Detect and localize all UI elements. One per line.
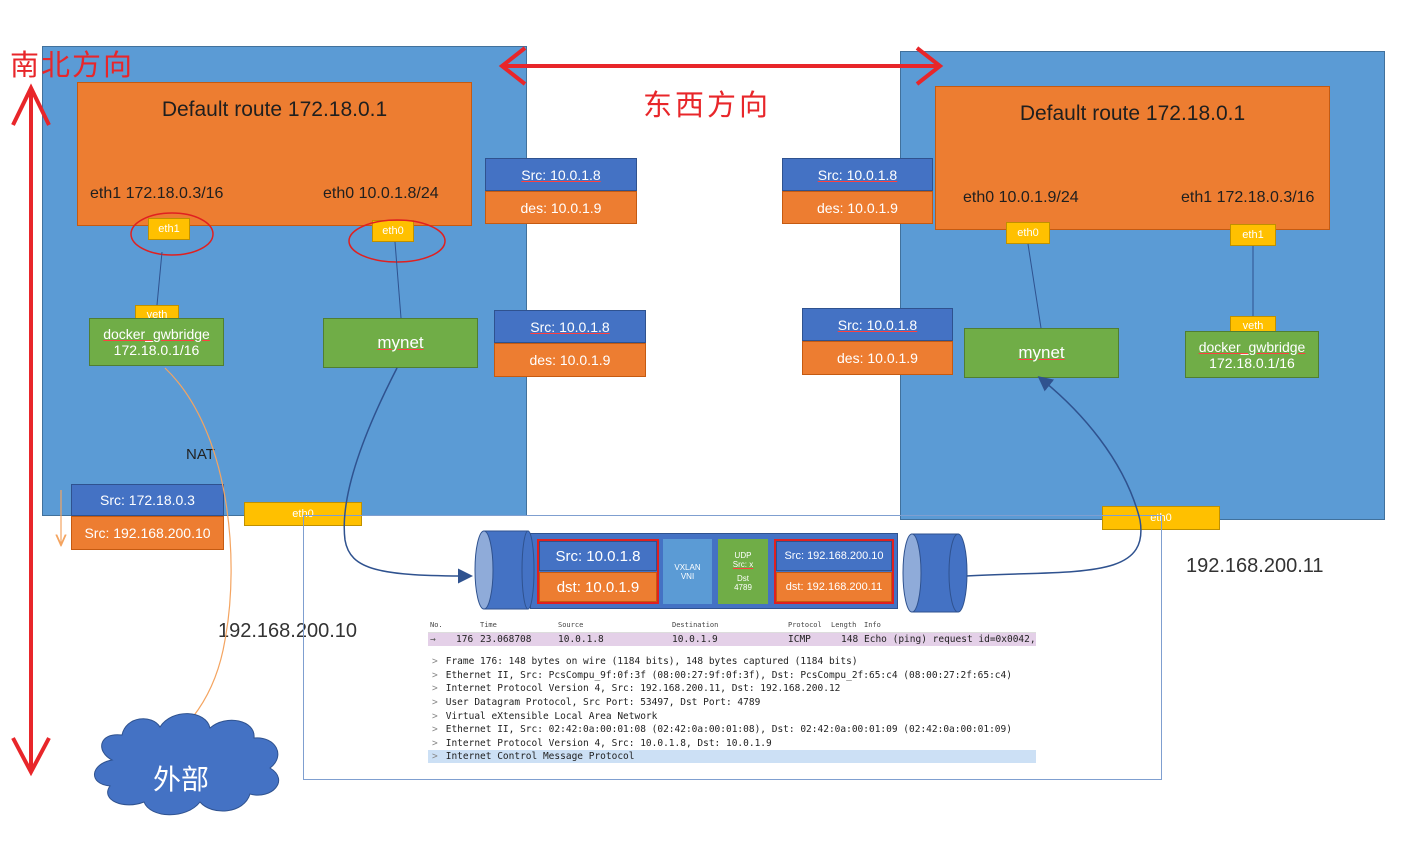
left-eth0-tag: eth0: [372, 220, 414, 242]
capture-detail-row[interactable]: >Internet Protocol Version 4, Src: 192.1…: [432, 683, 841, 694]
vxlan-header-line2: VNI: [680, 571, 695, 581]
capture-row-length: 148: [841, 634, 859, 645]
capture-row-destination: 10.0.1.9: [672, 634, 718, 645]
right-eth0-tag: eth0: [1006, 222, 1050, 244]
east-west-title: 东西方向: [643, 88, 772, 122]
right-mynet-label: mynet: [1018, 343, 1065, 362]
capture-detail-row-selected[interactable]: >Internet Control Message Protocol: [428, 750, 1036, 763]
left-container-box: Default route 172.18.0.1 eth1 172.18.0.3…: [77, 82, 472, 226]
capture-row-source: 10.0.1.8: [558, 634, 604, 645]
right-gwbridge-name: docker_gwbridge: [1198, 338, 1306, 355]
capture-detail-text: Ethernet II, Src: PcsCompu_9f:0f:3f (08:…: [445, 670, 1012, 681]
capture-detail-row[interactable]: >Ethernet II, Src: 02:42:0a:00:01:08 (02…: [432, 724, 1012, 735]
left-eth1-tag: eth1: [148, 218, 190, 240]
right-eth0-label: eth0 10.0.1.9/24: [963, 189, 1079, 206]
capture-detail-text: Ethernet II, Src: 02:42:0a:00:01:08 (02:…: [445, 724, 1012, 735]
capture-detail-text: Virtual eXtensible Local Area Network: [445, 711, 658, 722]
capture-detail-text: User Datagram Protocol, Src Port: 53497,…: [445, 697, 761, 708]
packet-top-right-src-text: Src: 10.0.1.8: [817, 166, 898, 183]
packet-mid-right-src: Src: 10.0.1.8: [802, 308, 953, 341]
capture-detail-row[interactable]: >Internet Protocol Version 4, Src: 10.0.…: [432, 738, 772, 749]
external-label: 外部: [153, 764, 210, 795]
vxlan-outer-src: Src: 192.168.200.10: [776, 541, 892, 571]
capture-col-info: Info: [864, 621, 881, 629]
vxlan-outer-block: [774, 539, 894, 604]
right-eth1-tag: eth1: [1230, 224, 1276, 246]
capture-col-destination: Destination: [672, 621, 719, 629]
capture-row-info: Echo (ping) request id=0x0042,: [864, 634, 1036, 645]
packet-top-right-dst: des: 10.0.1.9: [782, 191, 933, 224]
packet-mid-left-src: Src: 10.0.1.8: [494, 310, 646, 343]
right-default-route: Default route 172.18.0.1: [1019, 102, 1246, 125]
capture-detail-row[interactable]: >Ethernet II, Src: PcsCompu_9f:0f:3f (08…: [432, 670, 1012, 681]
left-eth0-label: eth0 10.0.1.8/24: [323, 185, 439, 202]
vxlan-inner-src: Src: 10.0.1.8: [539, 541, 657, 571]
left-gwbridge-ip: 172.18.0.1/16: [113, 342, 200, 358]
packet-top-left-dst: des: 10.0.1.9: [485, 191, 637, 224]
left-eth1-label: eth1 172.18.0.3/16: [90, 185, 224, 202]
capture-detail-row[interactable]: >Virtual eXtensible Local Area Network: [432, 711, 658, 722]
left-default-route: Default route 172.18.0.1: [161, 98, 388, 121]
capture-detail-text: Internet Protocol Version 4, Src: 192.16…: [445, 683, 841, 694]
capture-row-no: 176: [456, 634, 474, 645]
vxlan-inner-dst: dst: 10.0.1.9: [539, 572, 657, 602]
packet-mid-left-dst: des: 10.0.1.9: [494, 343, 646, 377]
capture-packet-row[interactable]: → 176 23.068708 10.0.1.8 10.0.1.9 ICMP 1…: [428, 633, 1036, 646]
left-gwbridge-name: docker_gwbridge: [103, 326, 210, 342]
capture-row-protocol: ICMP: [788, 634, 811, 645]
vxlan-header: VXLAN VNI: [663, 539, 712, 604]
udp-header: UDP Src: x Dst 4789: [718, 539, 768, 604]
nat-label: NAT: [186, 446, 215, 463]
capture-detail-row[interactable]: >User Datagram Protocol, Src Port: 53497…: [432, 697, 761, 708]
udp-header-line1: UDP: [734, 551, 752, 560]
capture-col-protocol: Protocol: [788, 621, 822, 629]
capture-arrow-icon: →: [430, 634, 436, 645]
packet-capture-panel: No. Time Source Destination Protocol Len…: [428, 619, 1036, 765]
packet-top-left-src: Src: 10.0.1.8: [485, 158, 637, 191]
right-veth-tag: veth: [1230, 316, 1276, 336]
packet-top-left-src-text: Src: 10.0.1.8: [521, 166, 601, 183]
udp-header-line3: Dst: [737, 574, 749, 583]
left-host-ip: 192.168.200.10: [218, 620, 358, 642]
packet-mid-right-src-text: Src: 10.0.1.8: [837, 316, 918, 333]
left-mynet: mynet: [323, 318, 478, 368]
capture-col-no: No.: [430, 621, 443, 629]
right-mynet: mynet: [964, 328, 1119, 378]
left-gwbridge: docker_gwbridge 172.18.0.1/16: [89, 318, 224, 366]
capture-row-time: 23.068708: [480, 634, 532, 645]
capture-col-length: Length: [831, 621, 857, 629]
capture-detail-text: Frame 176: 148 bytes on wire (1184 bits)…: [445, 656, 858, 667]
right-gwbridge: docker_gwbridge 172.18.0.1/16: [1185, 331, 1319, 378]
capture-header-row: No. Time Source Destination Protocol Len…: [428, 619, 1036, 633]
vxlan-header-line1: VXLAN: [674, 562, 701, 572]
right-eth1-label: eth1 172.18.0.3/16: [1181, 189, 1315, 206]
north-south-title: 南北方向: [10, 48, 135, 82]
nat-packet-src: Src: 172.18.0.3: [71, 484, 224, 516]
capture-col-time: Time: [480, 621, 497, 629]
right-gwbridge-ip: 172.18.0.1/16: [1209, 354, 1295, 371]
udp-header-line2: Src: x: [732, 560, 754, 569]
vxlan-inner-block: [537, 539, 659, 604]
left-mynet-label: mynet: [377, 333, 424, 352]
udp-header-line4: 4789: [734, 583, 752, 592]
packet-mid-left-src-text: Src: 10.0.1.8: [530, 318, 610, 335]
nat-packet-dst: Src: 192.168.200.10: [71, 516, 224, 550]
underlay-frame: [303, 515, 1162, 780]
packet-mid-right-dst: des: 10.0.1.9: [802, 341, 953, 375]
right-container-box: Default route 172.18.0.1 eth0 10.0.1.9/2…: [935, 86, 1330, 230]
capture-detail-row[interactable]: >Frame 176: 148 bytes on wire (1184 bits…: [432, 656, 858, 667]
packet-top-right-src: Src: 10.0.1.8: [782, 158, 933, 191]
capture-detail-text: Internet Protocol Version 4, Src: 10.0.1…: [445, 738, 772, 749]
capture-detail-text: Internet Control Message Protocol: [445, 751, 635, 762]
vxlan-outer-dst: dst: 192.168.200.11: [776, 572, 892, 602]
capture-col-source: Source: [558, 621, 584, 629]
right-host-ip: 192.168.200.11: [1186, 555, 1324, 577]
east-west-arrow: [498, 46, 944, 86]
